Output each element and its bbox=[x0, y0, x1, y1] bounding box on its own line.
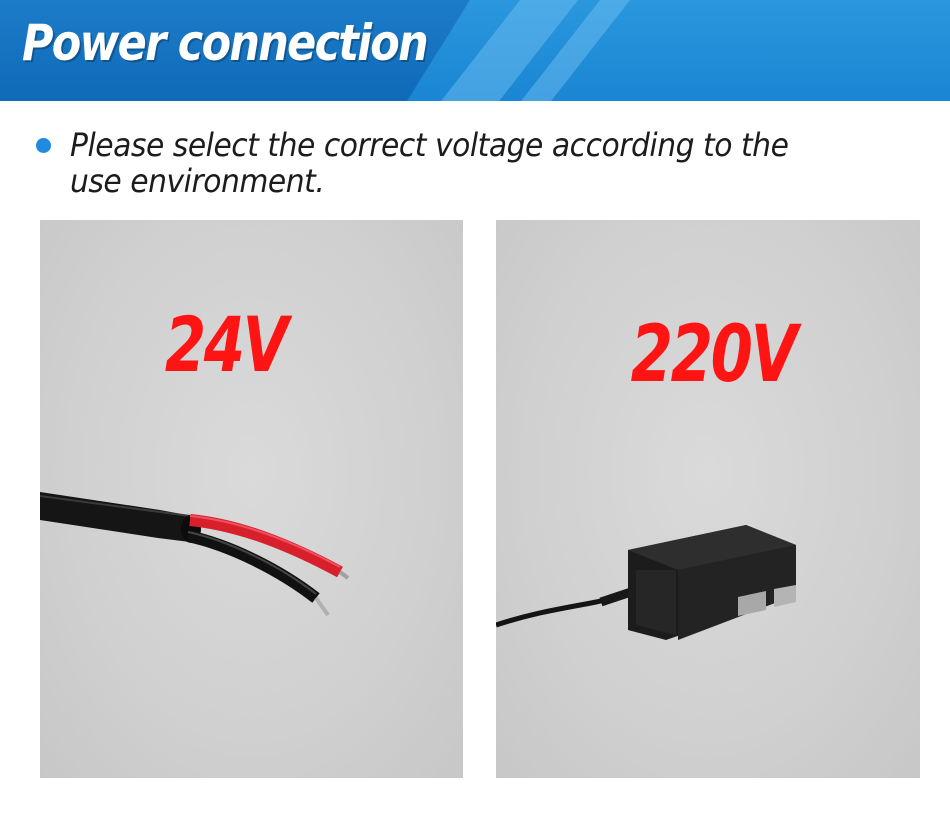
instruction-text: Please select the correct voltage accord… bbox=[70, 126, 789, 200]
wall-power-adapter-icon bbox=[496, 525, 796, 640]
option-card-24v: 24V bbox=[40, 220, 463, 778]
voltage-label: 220V bbox=[630, 310, 798, 400]
title-panel bbox=[0, 0, 470, 101]
bullet-icon bbox=[36, 138, 51, 153]
option-card-220v: 220V bbox=[496, 220, 920, 778]
bare-wire-cable-icon bbox=[40, 492, 350, 617]
voltage-label: 24V bbox=[164, 300, 289, 389]
page-title: Power connection bbox=[22, 14, 429, 72]
header-banner: Power connection bbox=[0, 0, 950, 101]
